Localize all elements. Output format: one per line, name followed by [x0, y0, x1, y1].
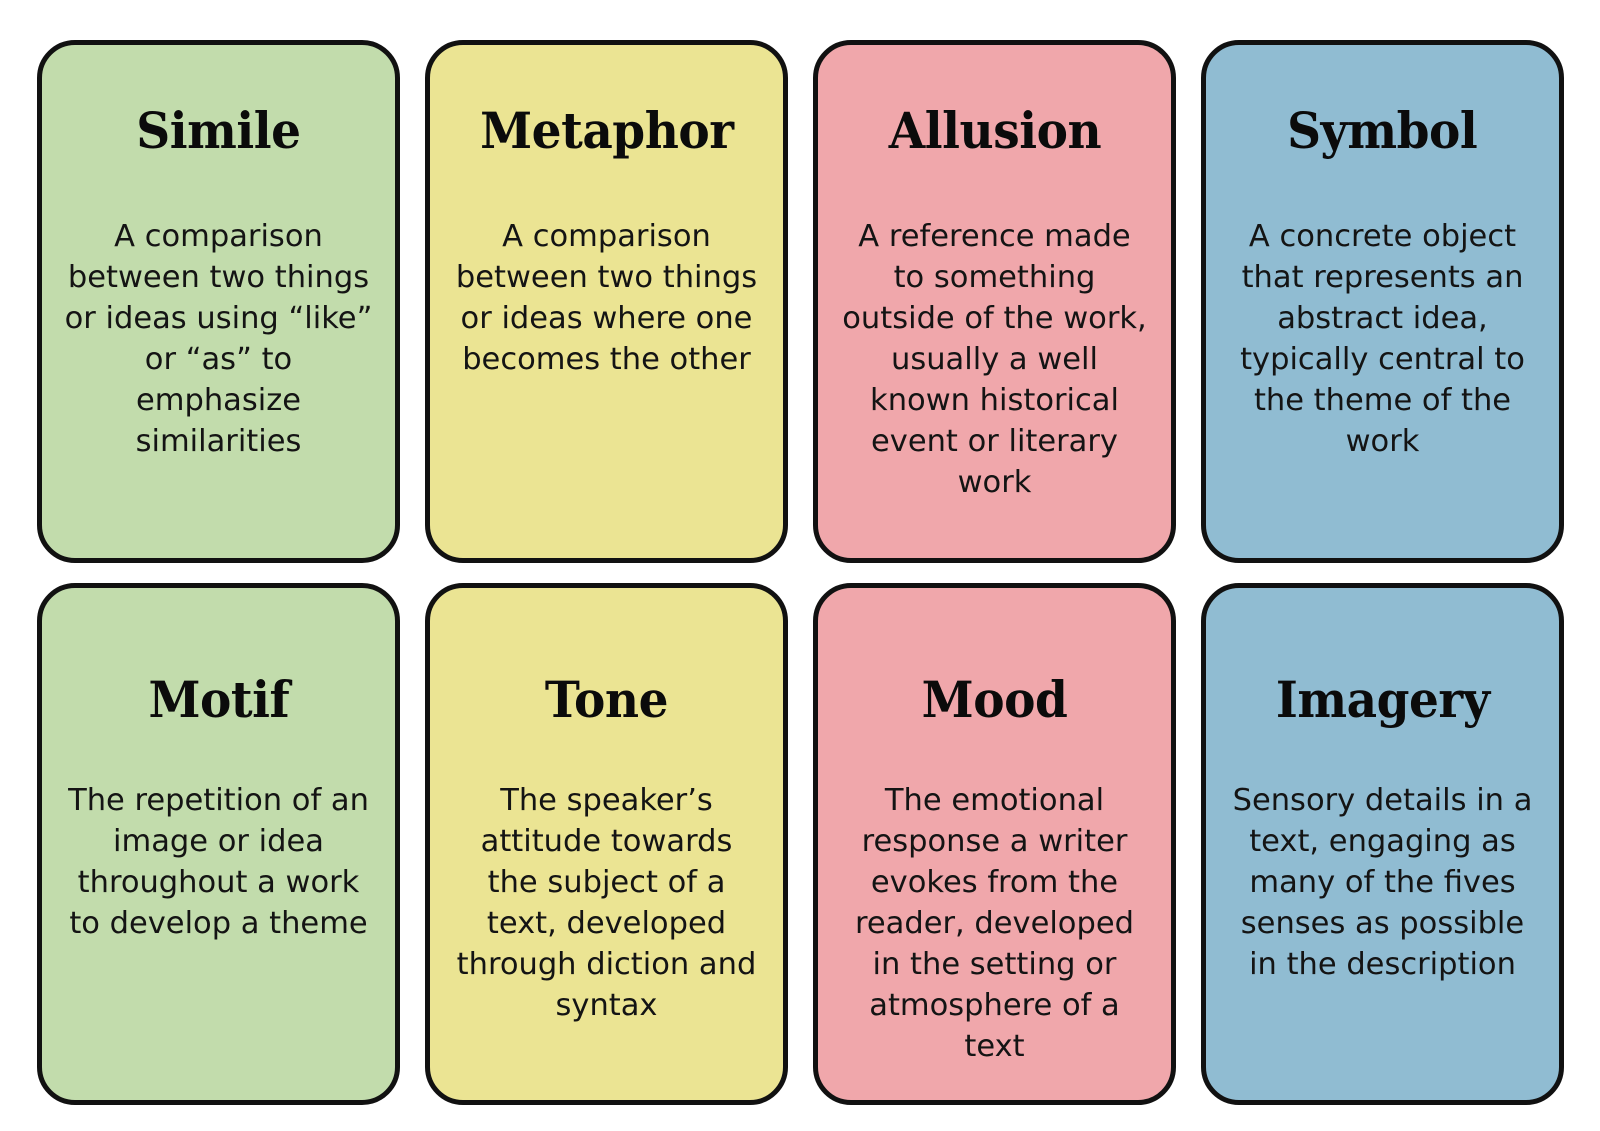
card-body-motif: The repetition of an image or idea throu…: [68, 783, 369, 942]
card-body-tone: The speaker’s attitude towards the subje…: [456, 783, 757, 1024]
card-title-metaphor: Metaphor: [479, 101, 734, 160]
card-body-mood: The emotional response a writer evokes f…: [855, 783, 1134, 1065]
card-title-mood: Mood: [921, 669, 1068, 729]
card-title-motif: Motif: [148, 669, 289, 729]
card-body-imagery: Sensory details in a text, engaging as m…: [1232, 783, 1533, 983]
card-body-symbol: A concrete object that represents an abs…: [1240, 218, 1525, 459]
card-title-symbol: Symbol: [1287, 101, 1478, 160]
card-allusion[interactable]: Allusion A reference made to something o…: [813, 40, 1176, 563]
card-simile[interactable]: Simile A comparison between two things o…: [37, 40, 400, 563]
card-title-tone: Tone: [544, 669, 669, 729]
card-imagery[interactable]: Imagery Sensory details in a text, engag…: [1201, 582, 1564, 1105]
card-mood[interactable]: Mood The emotional response a writer evo…: [813, 582, 1176, 1105]
card-motif[interactable]: Motif The repetition of an image or idea…: [37, 582, 400, 1105]
card-body-metaphor: A comparison between two things or ideas…: [455, 218, 758, 377]
card-title-imagery: Imagery: [1275, 669, 1490, 729]
card-metaphor[interactable]: Metaphor A comparison between two things…: [425, 40, 788, 563]
card-symbol[interactable]: Symbol A concrete object that represents…: [1201, 40, 1564, 563]
card-title-allusion: Allusion: [888, 101, 1101, 160]
card-body-allusion: A reference made to something outside of…: [842, 218, 1147, 500]
card-body-simile: A comparison between two things or ideas…: [64, 218, 373, 459]
card-tone[interactable]: Tone The speaker’s attitude towards the …: [425, 582, 788, 1105]
card-title-simile: Simile: [136, 101, 301, 160]
